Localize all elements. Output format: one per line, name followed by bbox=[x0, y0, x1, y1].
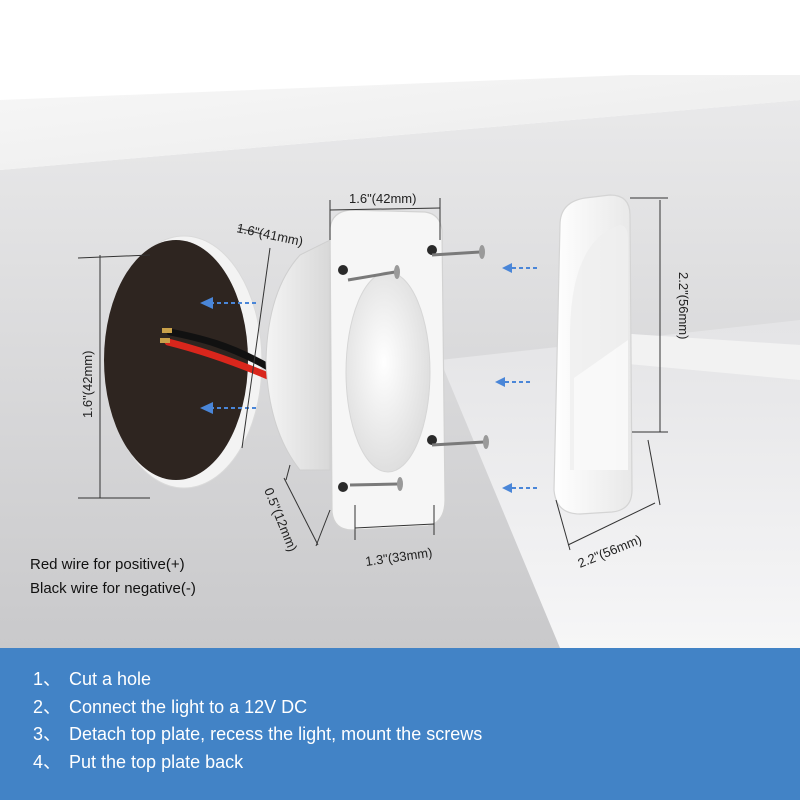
arrow-hole-top bbox=[200, 297, 256, 309]
arrow-hole-bottom bbox=[200, 402, 256, 414]
screw-bottom-left bbox=[349, 477, 403, 491]
wire-note: Red wire for positive(+) Black wire for … bbox=[30, 553, 196, 601]
arrow-screw-top bbox=[502, 263, 537, 273]
label-base-width: 1.6"(42mm) bbox=[349, 191, 416, 206]
dim-line-lens-width bbox=[354, 523, 435, 529]
wires bbox=[160, 328, 274, 380]
dim-line-cover-width bbox=[567, 502, 656, 546]
dim-line-body-diameter bbox=[237, 227, 263, 235]
step-list: 1、Cut a hole 2、Connect the light to a 12… bbox=[33, 666, 482, 776]
cover-plate bbox=[553, 194, 633, 515]
label-hole-height: 1.6"(42mm) bbox=[80, 351, 95, 418]
step-3: 3、Detach top plate, recess the light, mo… bbox=[33, 724, 483, 744]
arrow-cover bbox=[495, 377, 530, 387]
dim-line-body-depth bbox=[283, 477, 319, 546]
screw-bottom-right bbox=[431, 435, 489, 449]
step-1: 1、Cut a hole bbox=[33, 669, 152, 689]
base-plate bbox=[329, 209, 446, 531]
dim-line-base-width bbox=[329, 207, 441, 211]
screw-top-left bbox=[347, 265, 400, 282]
light-body bbox=[265, 239, 331, 471]
screw-top-right bbox=[431, 245, 485, 259]
step-4: 4、Put the top plate back bbox=[33, 751, 244, 772]
step-2: 2、Connect the light to a 12V DC bbox=[33, 696, 308, 717]
arrow-screw-bottom bbox=[502, 483, 537, 493]
label-cover-height: 2.2"(56mm) bbox=[676, 272, 691, 339]
installation-diagram: 1.6"(42mm) 1.6"(41mm) 1.6"(42mm) 0.5"(12… bbox=[0, 75, 800, 648]
instruction-band: 1、Cut a hole 2、Connect the light to a 12… bbox=[0, 648, 800, 800]
wire-note-red: Red wire for positive(+) bbox=[30, 556, 185, 573]
wire-note-black: Black wire for negative(-) bbox=[30, 580, 196, 597]
